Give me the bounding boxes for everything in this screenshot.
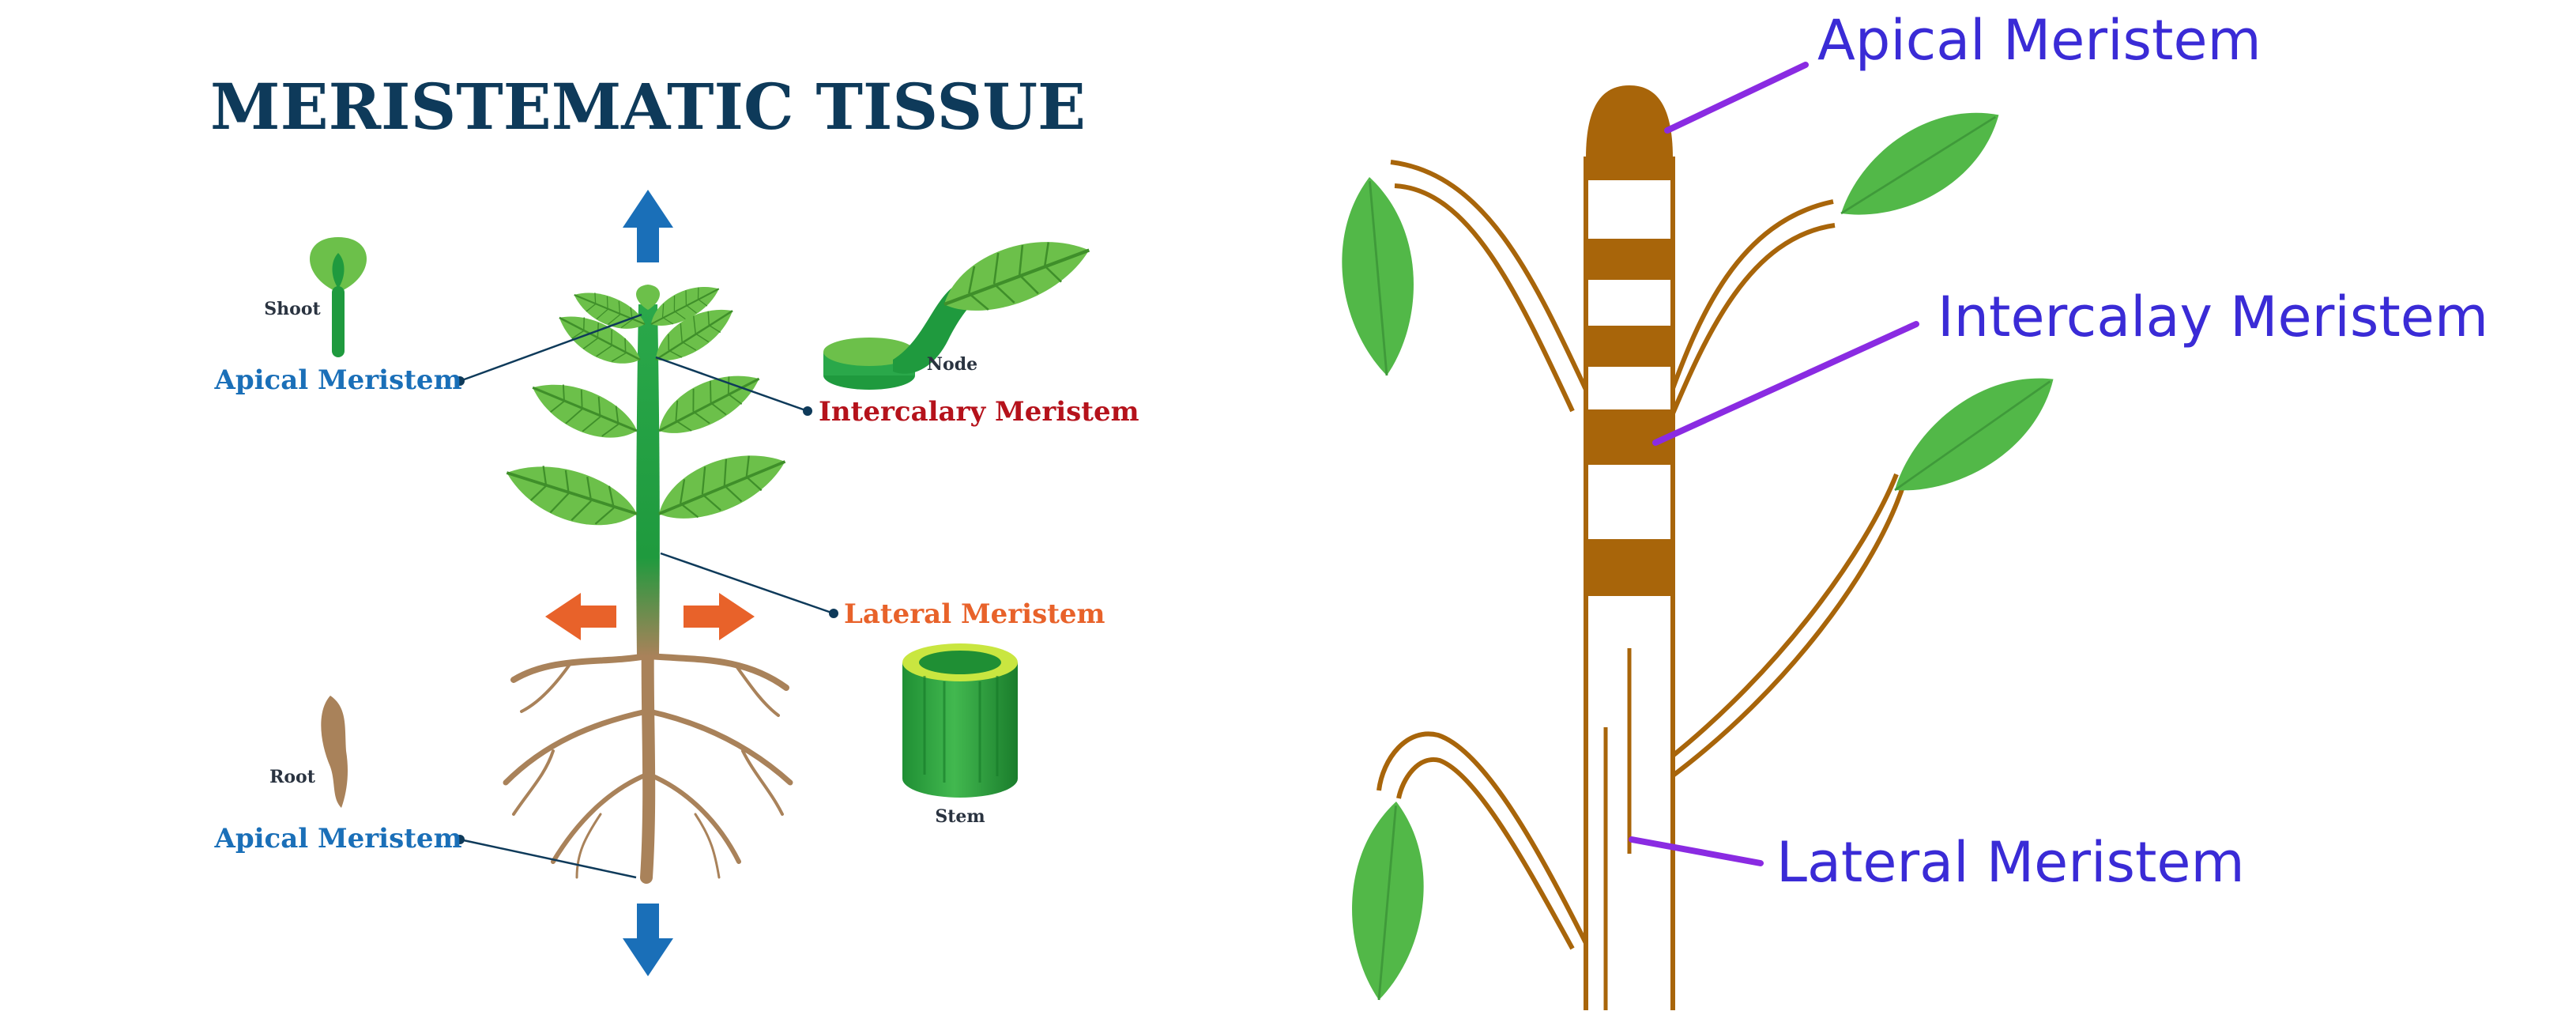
plant-leaves xyxy=(497,275,796,544)
plant-stem xyxy=(636,304,660,656)
apical-meristem-top-label: Apical Meristem xyxy=(213,364,461,396)
right-panel: Apical Meristem Intercalay Meristem Late… xyxy=(1332,8,2488,1010)
root-label: Root xyxy=(269,767,316,787)
node-icon xyxy=(823,224,1098,390)
lateral-meristem-label: Lateral Meristem xyxy=(844,598,1105,630)
stem-label: Stem xyxy=(935,806,985,827)
right-intercalary-meristem-label: Intercalay Meristem xyxy=(1938,285,2488,349)
shoot-label: Shoot xyxy=(264,299,321,319)
shoot-icon xyxy=(310,237,367,357)
right-pointers xyxy=(1629,62,1919,866)
apical-meristem-bottom-label: Apical Meristem xyxy=(213,823,461,855)
arrow-up-icon xyxy=(623,190,673,262)
intercalary-meristem-label: Intercalary Meristem xyxy=(819,396,1139,428)
pointer-lines xyxy=(455,313,838,879)
arrow-down-icon xyxy=(623,904,673,976)
right-apical-meristem-label: Apical Meristem xyxy=(1817,8,2262,73)
diagram-title: MERISTEMATIC TISSUE xyxy=(210,70,1086,144)
root-icon xyxy=(321,696,348,808)
left-panel: MERISTEMATIC TISSUE xyxy=(210,70,1139,976)
arrow-left-icon xyxy=(545,593,616,640)
branches xyxy=(1377,160,1907,950)
plant-roots xyxy=(503,626,793,884)
stem-cylinder-icon xyxy=(902,643,1018,798)
right-lateral-meristem-label: Lateral Meristem xyxy=(1776,830,2245,895)
arrow-right-icon xyxy=(684,593,755,640)
node-label: Node xyxy=(927,354,977,375)
main-stem xyxy=(1584,85,1675,1010)
